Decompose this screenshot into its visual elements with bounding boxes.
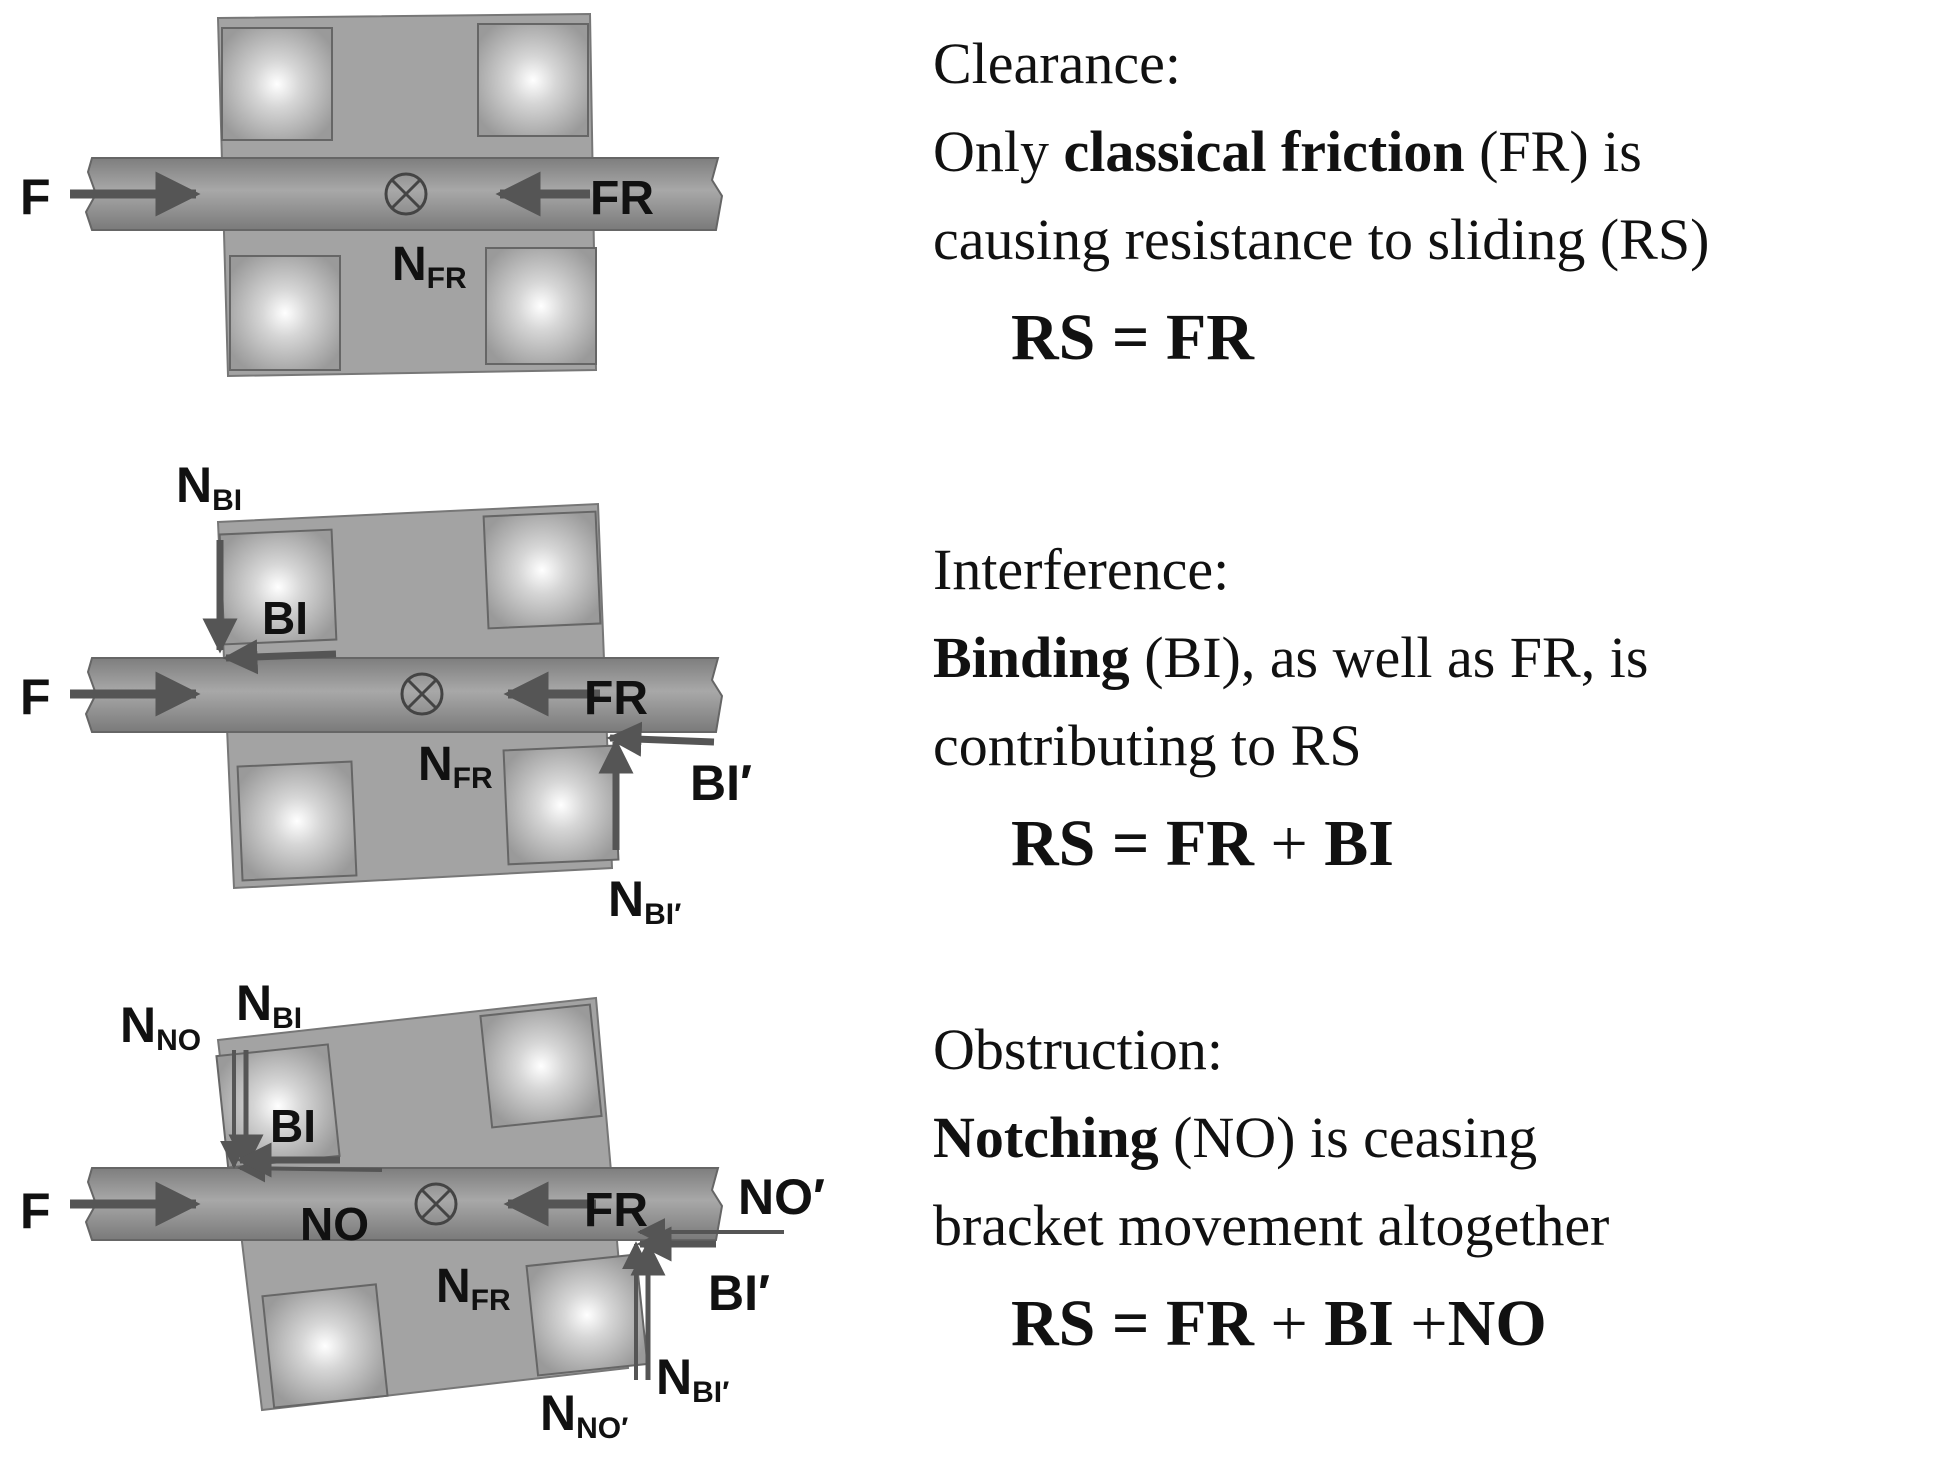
- bracket-wing: [261, 1283, 389, 1409]
- panel-description-line1: Notching (NO) is ceasing: [933, 1105, 1538, 1170]
- binding-arrow: [222, 639, 337, 675]
- clearance-text: Clearance: Only classical friction (FR) …: [933, 20, 1933, 386]
- bracket-wing: [221, 27, 333, 141]
- force-label: F: [20, 169, 51, 225]
- clearance-diagram: F FR NFR: [20, 12, 724, 378]
- normal-force-into-page-icon: [400, 672, 444, 716]
- bracket-wing: [482, 510, 602, 630]
- force-label: F: [20, 1183, 51, 1239]
- binding-prime-label: BI′: [690, 755, 752, 811]
- friction-label: FR: [584, 672, 648, 725]
- obstruction-text: Obstruction: Notching (NO) is ceasing br…: [933, 1006, 1933, 1372]
- bracket-wing: [525, 1253, 649, 1377]
- panel-heading: Clearance:: [933, 31, 1181, 96]
- normal-notching-prime-label: NNO′: [540, 1385, 628, 1445]
- normal-force-into-page-icon: [414, 1182, 458, 1226]
- binding-arrow: [237, 1154, 383, 1183]
- binding-prime-label: BI′: [708, 1265, 770, 1321]
- force-label: F: [20, 669, 51, 725]
- bracket-wing: [502, 744, 620, 866]
- normal-binding-label: NBI: [176, 457, 242, 517]
- normal-friction-label: NFR: [392, 238, 467, 295]
- notching-label: NO: [300, 1198, 369, 1250]
- panel-heading: Obstruction:: [933, 1017, 1223, 1082]
- normal-friction-label: NFR: [436, 1260, 511, 1317]
- bracket-wing: [485, 247, 597, 365]
- normal-binding-prime-label: NBI′: [608, 871, 681, 931]
- panel-description-line1: Only classical friction (FR) is: [933, 119, 1642, 184]
- binding-label: BI: [270, 1100, 316, 1152]
- panel-description-line2: bracket movement altogether: [933, 1193, 1610, 1258]
- normal-force-into-page-icon: [384, 172, 428, 216]
- panel-equation: RS = FR + BI: [1011, 807, 1394, 880]
- interference-text: Interference: Binding (BI), as well as F…: [933, 526, 1933, 892]
- friction-label: FR: [590, 172, 654, 225]
- panel-description-line2: causing resistance to sliding (RS): [933, 207, 1710, 272]
- panel-description-line2: contributing to RS: [933, 713, 1362, 778]
- obstruction-diagram: F FR NO NO′ BI BI′ NFR NNO NBI NNO′ NBI′: [20, 975, 825, 1445]
- panel-description-line1: Binding (BI), as well as FR, is: [933, 625, 1649, 690]
- binding-prime-arrow: [606, 721, 715, 757]
- notching-prime-label: NO′: [738, 1169, 825, 1225]
- normal-binding-prime-label: NBI′: [656, 1349, 729, 1409]
- bracket-wing: [479, 1003, 603, 1129]
- bracket-wing: [236, 760, 358, 882]
- archwire: [84, 657, 724, 733]
- friction-label: FR: [584, 1184, 648, 1237]
- bracket-diagram: F FR NFR F FR NFR BI BI′ NBI NBI′: [20, 12, 825, 1445]
- panel-heading: Interference:: [933, 537, 1230, 602]
- panel-equation: RS = FR + BI +NO: [1011, 1287, 1547, 1360]
- bracket-wing: [477, 23, 589, 137]
- bracket-wing: [229, 255, 341, 371]
- archwire: [84, 1167, 724, 1241]
- normal-binding-label: NBI: [236, 975, 302, 1035]
- interference-diagram: F FR NFR BI BI′ NBI NBI′: [20, 457, 752, 931]
- panel-equation: RS = FR: [1011, 301, 1254, 374]
- normal-notching-label: NNO: [120, 997, 201, 1057]
- binding-label: BI: [262, 592, 308, 644]
- normal-friction-label: NFR: [418, 738, 493, 795]
